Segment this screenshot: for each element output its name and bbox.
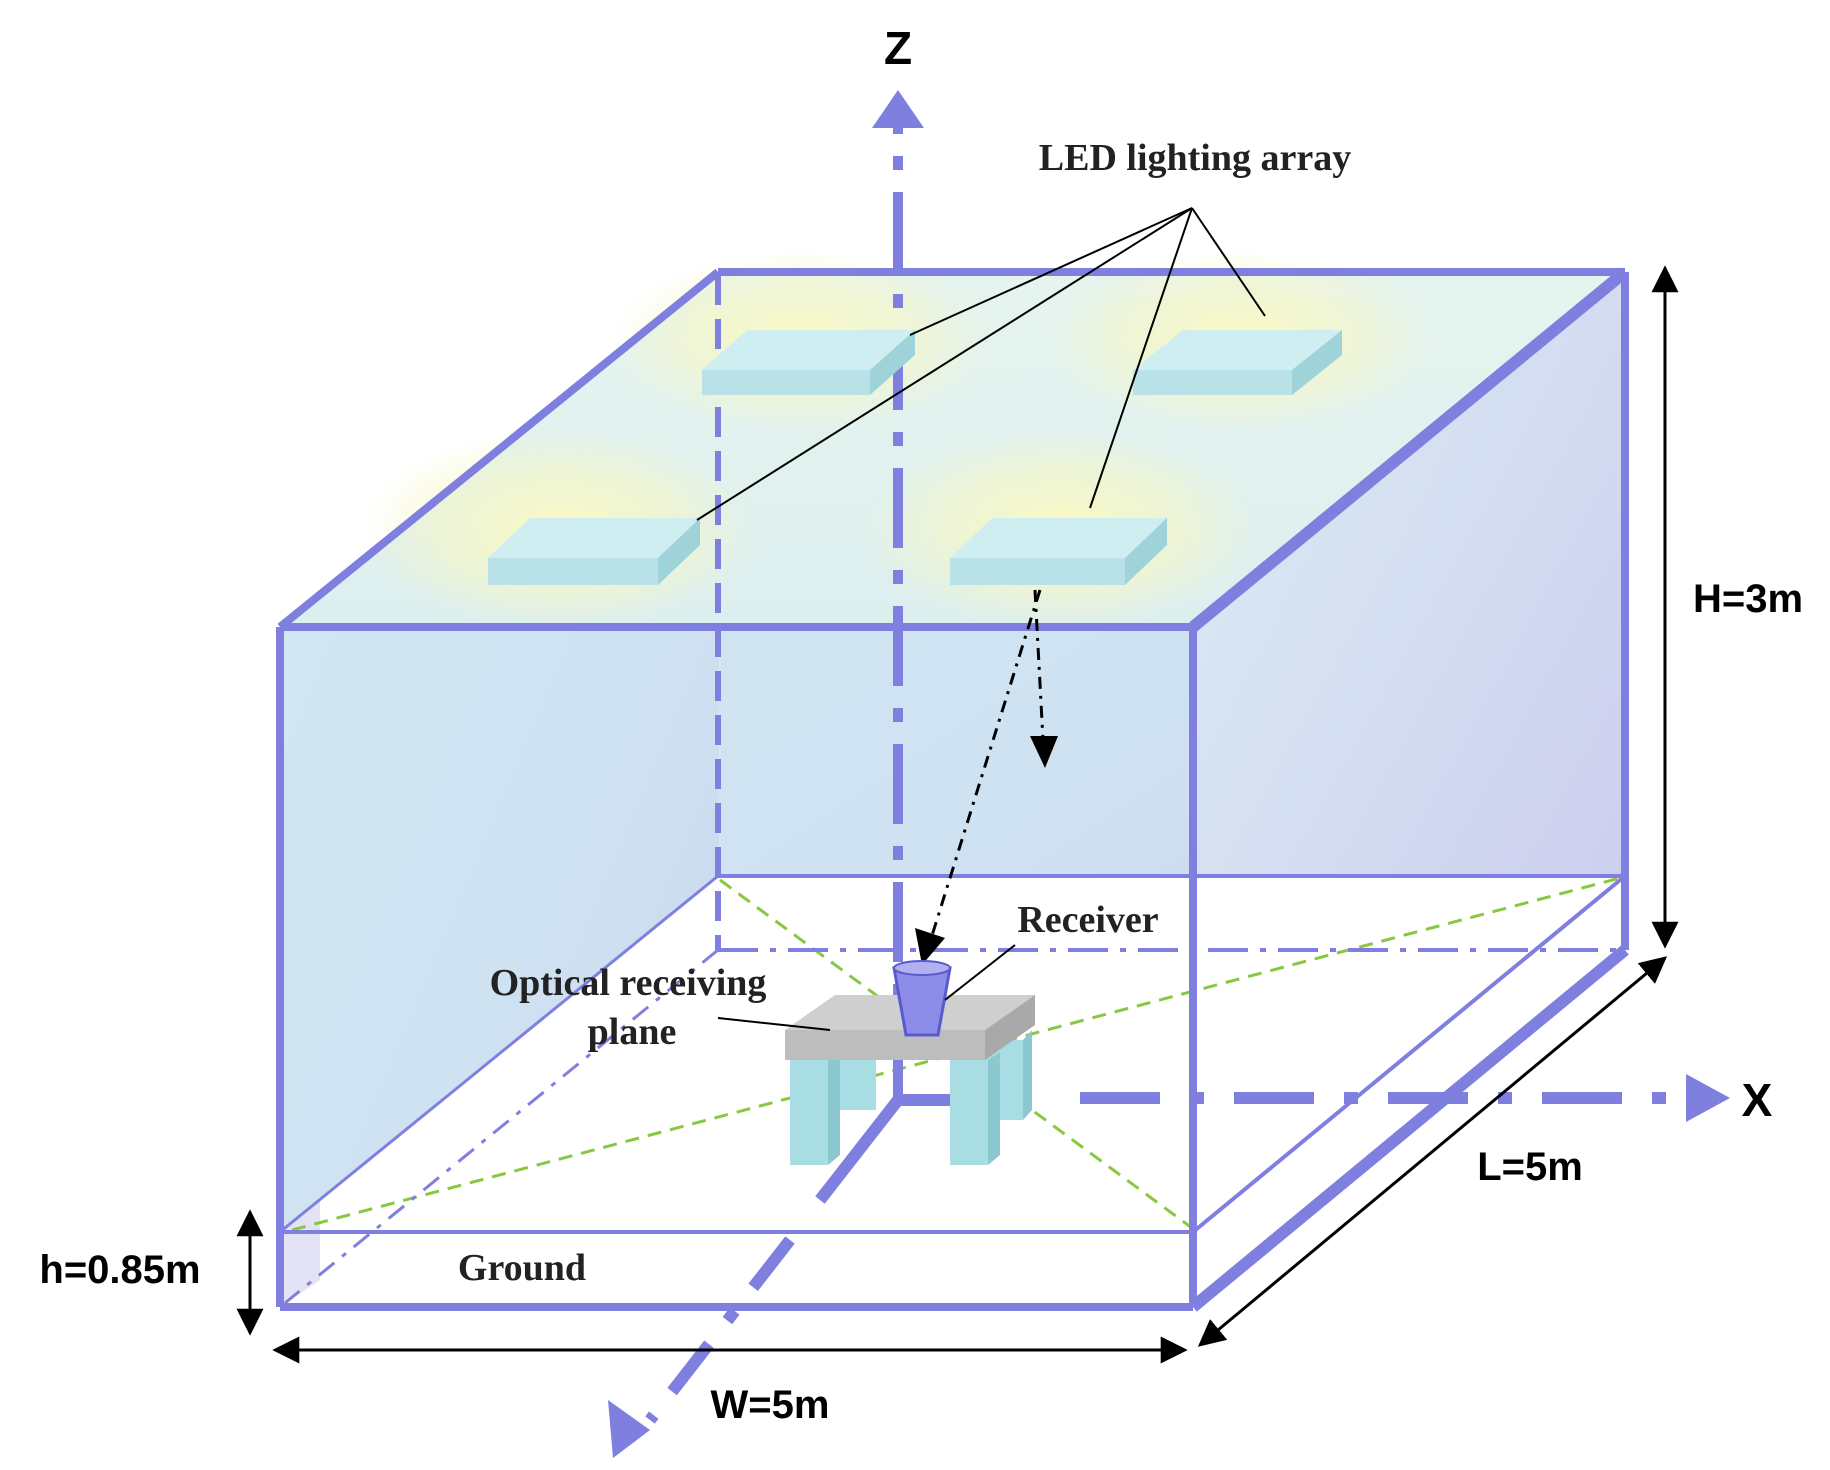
led-panel: [488, 518, 700, 585]
dimensions: [236, 265, 1679, 1364]
y-axis: [608, 1096, 903, 1458]
y-axis-line: [645, 1236, 795, 1424]
light-rays: [928, 589, 1045, 943]
front-floor-band: [280, 1232, 1193, 1307]
leader-line: [1191, 207, 1266, 317]
table-leg-side: [988, 1052, 1000, 1165]
table: [785, 995, 1035, 1165]
light-ray: [1033, 589, 1045, 741]
led-panel: [950, 518, 1167, 585]
led-panel: [1133, 330, 1342, 395]
width-label: W=5m: [711, 1383, 830, 1427]
optical-plane-label: plane: [588, 1011, 677, 1053]
leader-line: [1089, 207, 1193, 509]
x-axis-arrowhead: [1686, 1074, 1730, 1122]
receiver: [892, 960, 952, 1037]
x-axis-label: X: [1742, 1074, 1773, 1126]
led-leader-lines: [696, 207, 1266, 521]
leader-line: [696, 207, 1193, 521]
ground-label: Ground: [458, 1247, 586, 1289]
receiver-label: Receiver: [1017, 899, 1158, 941]
left-wall-strip: [280, 1200, 320, 1307]
led-array: [488, 330, 1342, 585]
floor-diagonal: [719, 878, 1193, 1230]
y-axis-arrowhead: [608, 1400, 650, 1458]
ray-arrowhead: [915, 928, 945, 965]
floor-diagonals: [291, 876, 1621, 1232]
table-leg: [950, 1060, 988, 1165]
table-height-label: h=0.85m: [39, 1248, 200, 1292]
table-top-side: [985, 995, 1035, 1060]
table-top-front: [785, 1030, 985, 1060]
ceiling-edge: [1189, 267, 1629, 632]
y-axis-line: [815, 1096, 903, 1204]
hidden-floor-edge-left: [284, 948, 719, 1305]
ceiling-edge: [277, 268, 721, 631]
height-label: H=3m: [1693, 577, 1803, 621]
plane-edge: [279, 874, 719, 1234]
leader-line: [909, 207, 1193, 336]
table-leg-side: [828, 1060, 840, 1165]
led-array-label: LED lighting array: [1039, 137, 1351, 179]
z-axis-arrowhead: [872, 90, 924, 128]
length-label: L=5m: [1477, 1145, 1583, 1189]
receiver-top: [893, 960, 951, 976]
table-leg: [790, 1060, 828, 1165]
table-leg-side: [1023, 1030, 1032, 1120]
z-axis-label: Z: [884, 22, 912, 74]
led-panel: [702, 330, 915, 395]
ray-arrowhead: [1030, 736, 1058, 768]
z-axis: Z: [872, 22, 924, 1100]
receiver-leader-line: [944, 944, 1016, 1001]
light-ray: [928, 589, 1042, 943]
length-dimension-arrow: [1197, 956, 1668, 1347]
plane-leader-line: [717, 1017, 831, 1031]
optical-plane-label: Optical receiving: [490, 962, 767, 1004]
